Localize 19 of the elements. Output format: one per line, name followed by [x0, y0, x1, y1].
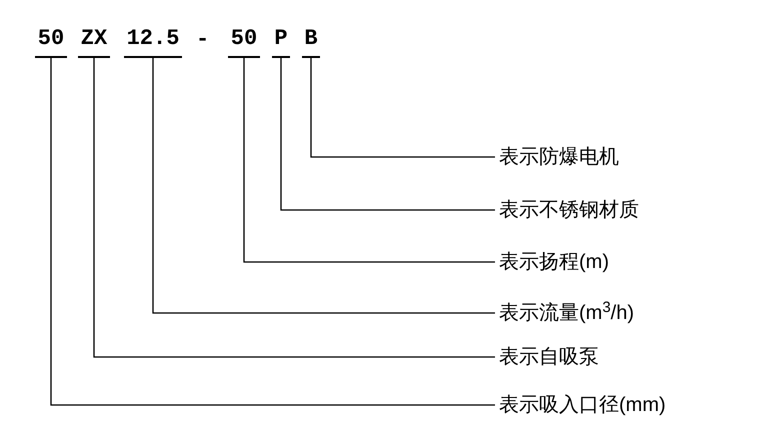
- description-text: 表示防爆电机: [495, 143, 619, 171]
- connector-line: [152, 58, 495, 314]
- code-segment: 50: [35, 22, 67, 58]
- description-text: 表示流量(m$^{3}$/h): [495, 299, 634, 327]
- description-text: 表示不锈钢材质: [495, 196, 639, 224]
- code-segment: 50: [228, 22, 260, 58]
- code-segment: ZX: [78, 22, 110, 58]
- connector-line: [243, 58, 495, 263]
- separator-text: -: [196, 26, 210, 54]
- connector-line: [310, 58, 495, 158]
- description-text: 表示扬程(m): [495, 248, 609, 276]
- connector-line: [280, 58, 495, 211]
- code-segment: 12.5: [124, 22, 182, 58]
- description-text: 表示吸入口径(mm): [495, 391, 666, 419]
- connector-line: [93, 58, 495, 358]
- code-segment: B: [302, 22, 320, 58]
- connector-line: [50, 58, 495, 406]
- description-text: 表示自吸泵: [495, 343, 599, 371]
- code-segment: P: [272, 22, 290, 58]
